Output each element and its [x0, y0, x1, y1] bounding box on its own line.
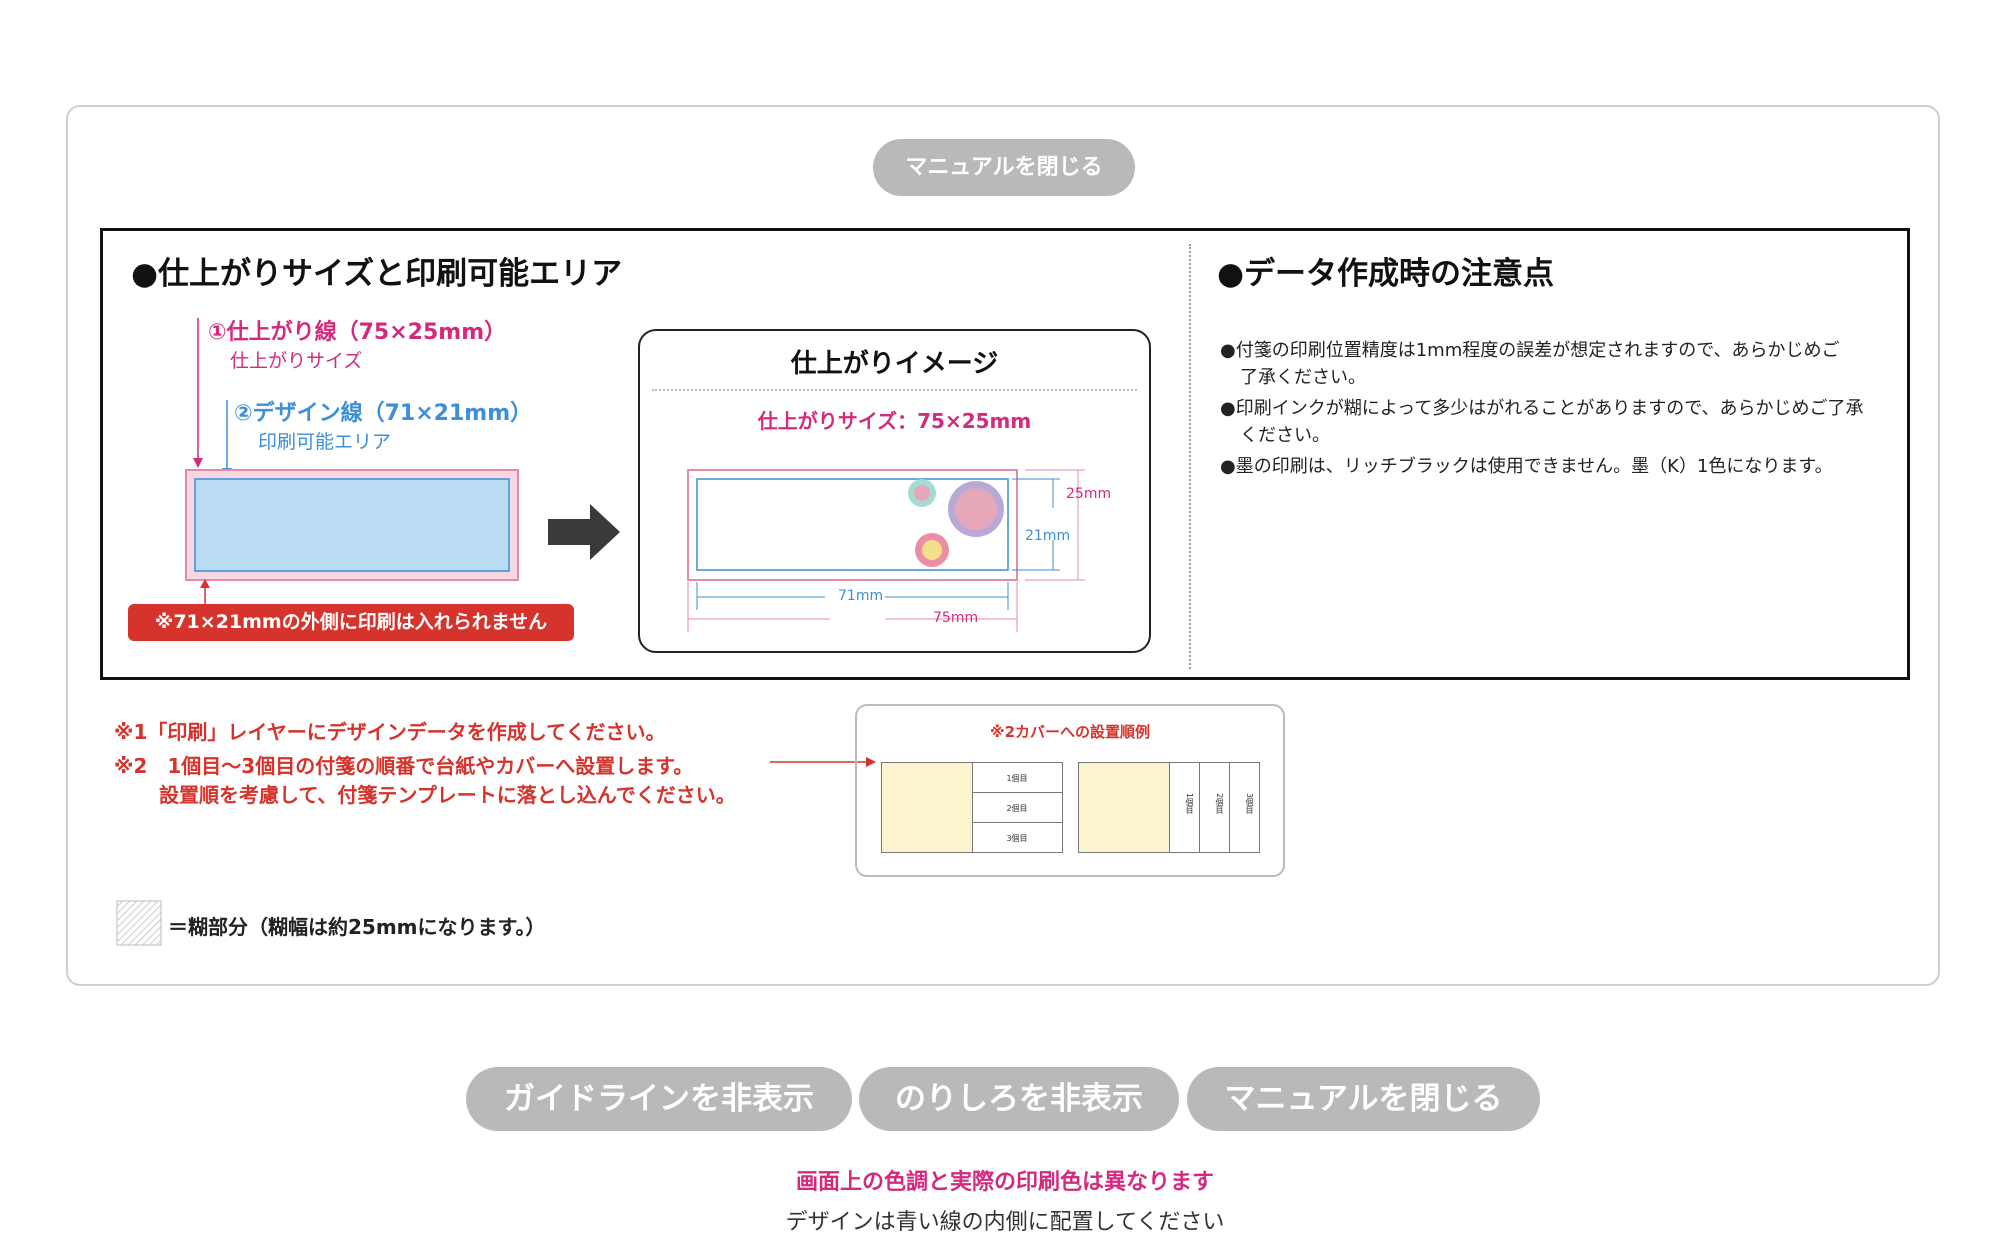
design-placement-note: デザインは青い線の内側に配置してください: [785, 1210, 1225, 1235]
section-title-size-area: ●仕上がりサイズと印刷可能エリア: [131, 256, 623, 292]
cover-layout-horizontal: 1個目 2個目 3個目: [881, 762, 1063, 853]
glue-hatch-icon: [116, 900, 162, 946]
section-divider: [1189, 244, 1191, 669]
cover-order-example: [855, 704, 1285, 877]
cover-row-1: 1個目: [1006, 774, 1028, 783]
finish-size-sublabel: 仕上がりサイズ: [230, 350, 363, 372]
note-line-5: ●墨の印刷は、リッチブラックは使用できません。墨（K）1色になります。: [1220, 456, 1833, 477]
dim-21mm-label: 21mm: [1025, 528, 1071, 544]
section-title-data-notes: ●データ作成時の注意点: [1217, 256, 1555, 292]
finish-card-divider: [652, 389, 1137, 391]
cover-glue-area: [882, 763, 973, 852]
hide-guides-button[interactable]: ガイドラインを非表示: [466, 1067, 852, 1131]
finish-image-card: [638, 329, 1151, 653]
cover-col-2: 2個目: [1215, 793, 1224, 815]
cover-glue-area-2: [1079, 763, 1170, 852]
footnote-1: ※1「印刷」レイヤーにデザインデータを作成してください。: [114, 720, 666, 744]
note-line-1: ●付箋の印刷位置精度は1mm程度の誤差が想定されますので、あらかじめご: [1220, 340, 1840, 361]
manual-content-box: [100, 228, 1910, 680]
cover-row-2: 2個目: [1006, 804, 1028, 813]
flower-small-teal-icon: [908, 479, 936, 507]
flower-large-icon: [948, 481, 1004, 537]
footnote-arrow: [770, 757, 876, 767]
note-line-2: 了承ください。: [1240, 367, 1366, 388]
cover-layout-vertical: 1個目 2個目 3個目: [1078, 762, 1260, 853]
close-manual-button-top[interactable]: マニュアルを閉じる: [873, 139, 1135, 196]
printable-area-sublabel: 印刷可能エリア: [258, 431, 392, 453]
finish-image-title: 仕上がりイメージ: [790, 349, 999, 379]
dim-25mm-label: 25mm: [1066, 486, 1112, 502]
finish-line-label: ①仕上がり線（75×25mm）: [208, 320, 507, 345]
cover-example-title-text: ※2カバーへの設置順例: [989, 723, 1151, 741]
outside-print-warning-tag: ※71×21mmの外側に印刷は入れられません: [128, 604, 574, 641]
dim-71mm-label: 71mm: [838, 588, 884, 604]
footnote-2a: ※2 1個目〜3個目の付箋の順番で台紙やカバーへ設置します。: [114, 754, 694, 778]
dim-75mm-label: 75mm: [933, 610, 979, 626]
design-line-label: ②デザイン線（71×21mm）: [234, 401, 533, 426]
finish-image-diagram: [687, 469, 1085, 632]
note-line-3: ●印刷インクが糊によって多少はがれることがありますので、あらかじめご了承: [1220, 398, 1864, 419]
flower-small-yellow-icon: [915, 533, 949, 567]
close-manual-button[interactable]: マニュアルを閉じる: [1187, 1067, 1540, 1131]
cover-row-3: 3個目: [1006, 834, 1028, 843]
cover-col-3: 3個目: [1245, 793, 1254, 815]
glue-legend-label: ＝糊部分（糊幅は約25mmになります。）: [168, 915, 546, 939]
hide-glue-button[interactable]: のりしろを非表示: [859, 1067, 1179, 1131]
cover-example-title: ※2カバーへの設置順例: [855, 721, 1285, 742]
note-line-4: ください。: [1240, 425, 1330, 446]
finish-size-label: 仕上がりサイズ：75×25mm: [757, 409, 1032, 433]
cover-col-1: 1個目: [1185, 793, 1194, 815]
color-difference-warning: 画面上の色調と実際の印刷色は異なります: [795, 1170, 1214, 1195]
footnote-2b: 設置順を考慮して、付箋テンプレートに落とし込んでください。: [159, 783, 736, 807]
size-diagram: [185, 318, 620, 606]
manual-panel: [66, 105, 1940, 986]
